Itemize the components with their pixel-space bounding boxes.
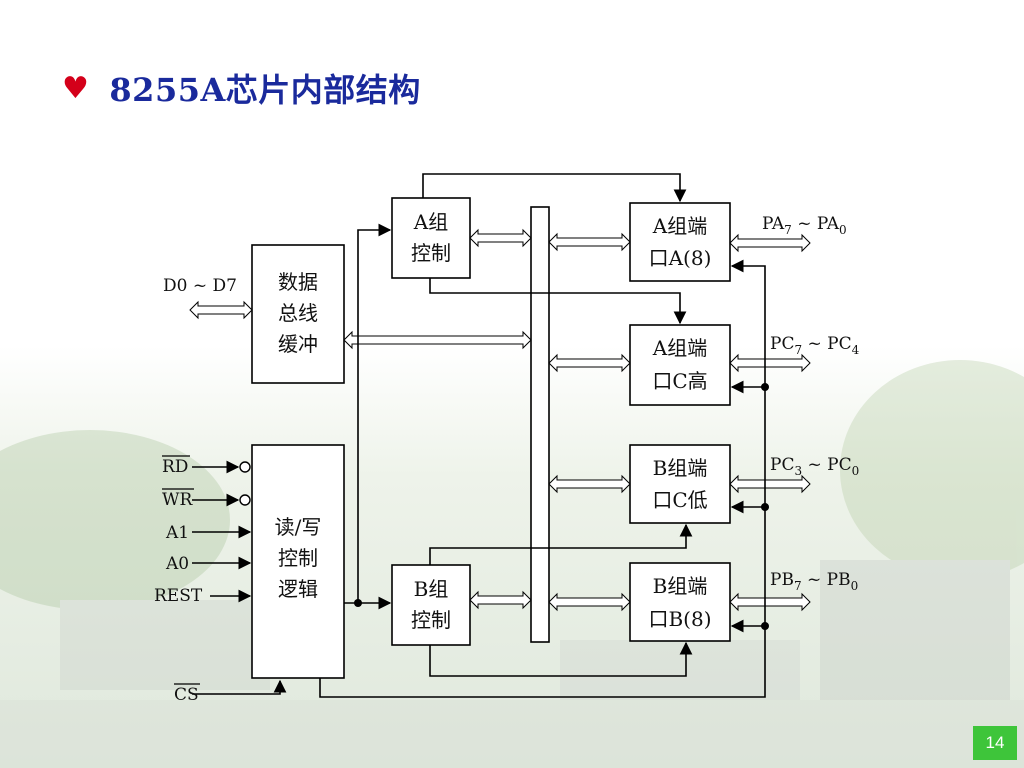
bus-port-b-arrow <box>548 592 631 612</box>
internal-data-bus <box>530 206 550 643</box>
rw-control-label-1: 读/写 <box>275 515 322 539</box>
bidirectional-bus-arrows <box>189 228 811 612</box>
data-pins-label: D0 ~ D7 <box>163 276 237 296</box>
data-bus-buffer-label-2: 总线 <box>278 301 318 325</box>
port-a-label-2: 口A(8) <box>649 246 712 270</box>
port-c-high-label-2: 口C高 <box>652 369 707 393</box>
group-b-bus-arrow <box>469 590 532 610</box>
port-c-low-label-1: B组端 <box>653 456 708 480</box>
group-a-bus-arrow <box>469 228 532 248</box>
port-b-block <box>629 562 731 642</box>
pc-low-pins-label: PC3 ~ PC0 <box>770 455 859 478</box>
group-b-control-label-2: 控制 <box>411 608 451 632</box>
port-b-label-2: 口B(8) <box>648 607 711 631</box>
port-c-high-label-1: A组端 <box>652 336 707 360</box>
port-c-low-label-2: 口C低 <box>652 488 707 512</box>
bus-port-c-low-arrow <box>548 474 631 494</box>
pc-high-pins-label: PC7 ~ PC4 <box>770 334 860 357</box>
cs-pin-label: CS <box>174 685 199 705</box>
port-b-label-1: B组端 <box>653 574 708 598</box>
port-c-high-pins-arrow <box>729 353 811 373</box>
junction-dot <box>354 599 362 607</box>
group-a-control-label-2: 控制 <box>411 241 451 265</box>
bus-port-c-high-arrow <box>548 353 631 373</box>
port-a-pins-arrow <box>729 233 811 253</box>
port-a-label-1: A组端 <box>652 214 707 238</box>
data-bus-buffer-label-3: 缓冲 <box>278 332 318 356</box>
data-bus-buffer-label-1: 数据 <box>278 270 318 294</box>
port-b-pins-arrow <box>729 592 811 612</box>
port-c-high-block <box>629 324 731 406</box>
a0-pin-label: A0 <box>165 554 189 574</box>
wr-inverter-bubble <box>239 494 251 506</box>
rd-pin-label: RD <box>162 457 188 477</box>
slide-title: ♥ 8255A芯片内部结构 <box>62 66 421 110</box>
rw-control-logic-block <box>251 444 345 679</box>
pb-pins-label: PB7 ~ PB0 <box>770 570 858 593</box>
junction-dot <box>761 622 769 630</box>
group-a-control-label-1: A组 <box>413 210 448 234</box>
rw-control-label-3: 逻辑 <box>278 577 318 601</box>
heart-icon: ♥ <box>62 70 90 106</box>
title-text: 8255A芯片内部结构 <box>109 71 421 109</box>
control-wires <box>192 173 769 698</box>
d0-d7-bus-arrow <box>189 300 253 320</box>
port-c-low-block <box>629 444 731 524</box>
pa-pins-label: PA7 ~ PA0 <box>762 214 847 237</box>
page-number: 14 <box>973 726 1017 760</box>
rw-control-label-2: 控制 <box>278 546 318 570</box>
port-c-low-pins-arrow <box>729 474 811 494</box>
data-bus-buffer-block <box>251 244 345 384</box>
bus-port-a-arrow <box>548 232 631 252</box>
group-b-control-block <box>391 564 471 646</box>
group-b-control-label-1: B组 <box>414 577 449 601</box>
buffer-to-bus-arrow <box>343 330 532 350</box>
junction-dot <box>761 503 769 511</box>
wr-pin-label: WR <box>162 490 193 510</box>
junction-dot <box>761 383 769 391</box>
a1-pin-label: A1 <box>165 523 189 543</box>
rd-inverter-bubble <box>239 461 251 473</box>
rest-pin-label: REST <box>154 586 203 606</box>
